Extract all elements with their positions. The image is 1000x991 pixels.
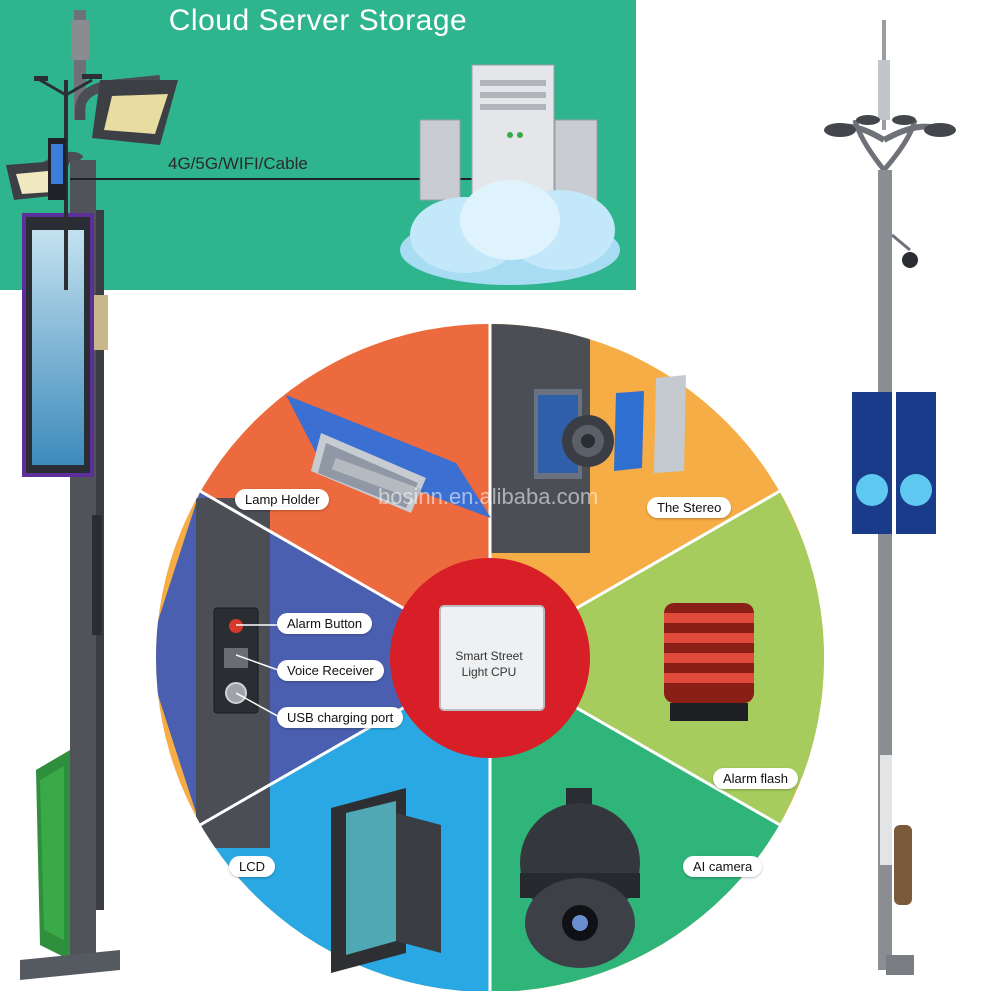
- cpu-label-line1: Smart Street: [455, 649, 523, 663]
- cpu-label-line2: Light CPU: [461, 665, 517, 679]
- connection-label: 4G/5G/WIFI/Cable: [168, 154, 308, 173]
- dome-camera-icon: [520, 788, 640, 968]
- cloud-server-storage-banner: Cloud Server Storage 4G/5G/WIFI/Cable: [0, 0, 636, 290]
- speaker-icon: [562, 375, 686, 473]
- feature-wheel: .: [156, 313, 824, 991]
- chip-icon: [439, 605, 545, 711]
- server-icon: [400, 64, 620, 285]
- left-street-light-pole-icon: [6, 10, 178, 980]
- label-ai-camera: AI camera: [683, 856, 763, 877]
- label-usb-charging-port: USB charging port: [277, 707, 404, 728]
- label-lamp-holder: Lamp Holder: [235, 489, 330, 510]
- mini-street-light-icon: [34, 74, 102, 290]
- right-street-light-pole-icon: [824, 20, 956, 975]
- label-voice-receiver: Voice Receiver: [277, 660, 384, 681]
- watermark-text: bosinn.en.alibaba.com: [378, 484, 599, 509]
- label-alarm-button: Alarm Button: [277, 613, 373, 634]
- lcd-panel-icon: [331, 788, 441, 973]
- label-the-stereo: The Stereo: [647, 497, 732, 518]
- alarm-light-icon: [664, 603, 754, 721]
- cpu-label: Smart Street Light CPU: [439, 648, 539, 680]
- callout-lines: [236, 624, 281, 719]
- label-alarm-flash: Alarm flash: [713, 768, 799, 789]
- label-lcd: LCD: [229, 856, 276, 877]
- led-lamp-icon: [286, 395, 491, 518]
- banner-title: Cloud Server Storage: [168, 4, 468, 37]
